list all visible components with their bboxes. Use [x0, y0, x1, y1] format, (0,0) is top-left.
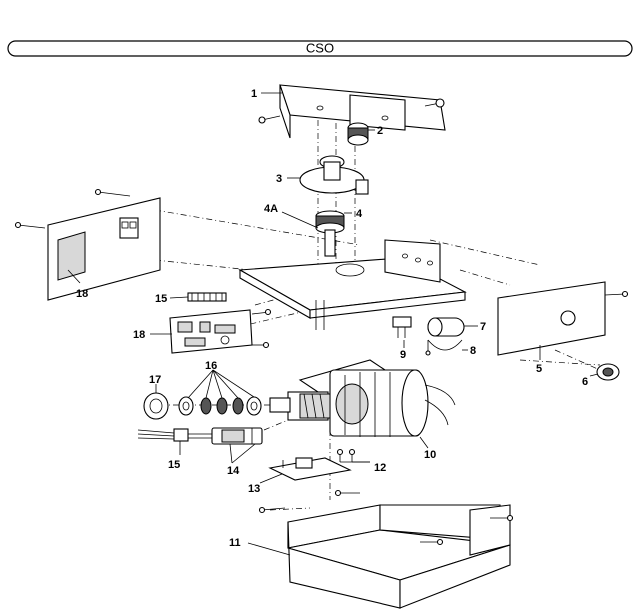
callout-18-upper: 18: [76, 288, 88, 300]
callout-17: 17: [149, 374, 161, 386]
part-capacitor-bracket: [425, 339, 463, 356]
part-limit-nut: [216, 397, 228, 415]
part-bottom-cover: [258, 489, 514, 609]
part-logic-board: [169, 308, 272, 354]
part-worm-gear: [269, 391, 331, 421]
part-terminal-block: [392, 316, 412, 338]
part-limit-nuts: [178, 396, 262, 416]
title-banner: CSO: [7, 40, 633, 57]
part-limit-nut: [178, 396, 194, 416]
callout-12: 12: [374, 462, 386, 474]
part-end-panel-right: [497, 281, 629, 356]
part-knob: [596, 363, 620, 381]
screw-icon: [252, 341, 270, 349]
part-motor: [298, 359, 456, 437]
part-limit-nut: [200, 397, 212, 415]
part-end-panel-left: [14, 188, 161, 301]
callout-16: 16: [205, 360, 217, 372]
callout-15-upper: 15: [155, 293, 167, 305]
callout-13: 13: [248, 483, 260, 495]
screw-icon: [336, 448, 344, 462]
screw-icon: [604, 290, 629, 298]
callout-4a: 4A: [264, 203, 278, 215]
screw-icon: [348, 448, 356, 462]
part-cover-bracket: [258, 84, 446, 139]
part-drive-plate: [299, 155, 369, 195]
callouts: 1 2 3 4A 4 18 15 18 7 8 9 5 6 16 17 10 1…: [76, 88, 588, 549]
callout-2: 2: [377, 125, 383, 137]
part-wire-bundle: [137, 428, 212, 442]
screw-icon: [258, 506, 286, 514]
part-wire-harness: [187, 292, 227, 302]
part-capacitor: [427, 317, 465, 337]
screw-icon: [14, 221, 46, 229]
screw-icon: [420, 538, 444, 546]
title-label: CSO: [306, 41, 334, 56]
callout-6: 6: [582, 376, 588, 388]
part-bumper: [347, 122, 369, 146]
screw-icon: [424, 98, 445, 108]
callout-11: 11: [229, 537, 241, 549]
callout-18-lower: 18: [133, 329, 145, 341]
callout-8: 8: [470, 345, 476, 357]
leader-lines: [67, 92, 599, 556]
screw-icon: [334, 489, 360, 497]
callout-5: 5: [536, 363, 542, 375]
part-cap: [143, 392, 169, 420]
part-motor-screws: [336, 448, 356, 462]
screw-icon: [490, 514, 514, 522]
part-drive-gear: [315, 210, 345, 257]
part-limit-nut: [232, 397, 244, 415]
callout-15-lower: 15: [168, 459, 180, 471]
callout-3: 3: [276, 173, 282, 185]
screw-icon: [94, 188, 131, 197]
screw-icon: [251, 308, 272, 316]
part-chassis: [238, 239, 467, 330]
callout-7: 7: [480, 321, 486, 333]
part-limit-switch: [211, 427, 263, 445]
part-sensor-bracket: [268, 457, 352, 481]
callout-14: 14: [227, 465, 240, 477]
callout-10: 10: [424, 449, 436, 461]
screw-icon: [258, 115, 281, 124]
callout-1: 1: [251, 88, 257, 100]
callout-9: 9: [400, 349, 406, 361]
part-limit-nut: [246, 396, 262, 416]
callout-4: 4: [356, 208, 363, 220]
